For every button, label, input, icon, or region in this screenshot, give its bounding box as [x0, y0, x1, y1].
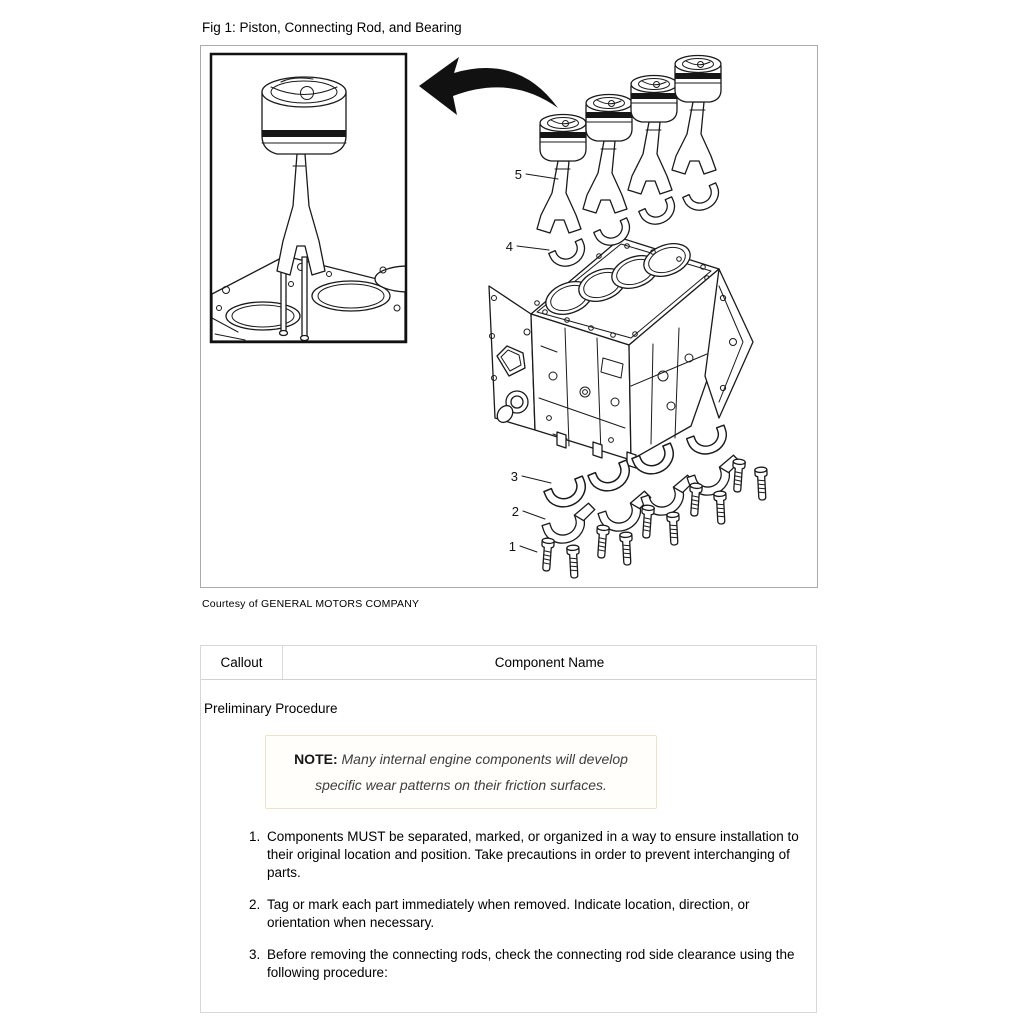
step-item: 3. Before removing the connecting rods, … — [249, 946, 811, 982]
step-text: Before removing the connecting rods, che… — [267, 947, 795, 980]
procedure-steps: 1. Components MUST be separated, marked,… — [249, 828, 816, 982]
callout-leader-lines — [516, 173, 559, 553]
step-number: 1. — [249, 829, 261, 844]
step-item: 2. Tag or mark each part immediately whe… — [249, 896, 811, 932]
figure-title: Fig 1: Piston, Connecting Rod, and Beari… — [202, 20, 462, 35]
step-number: 2. — [249, 897, 261, 912]
callout-label: 2 — [512, 504, 519, 519]
note-box: NOTE: Many internal engine components wi… — [265, 735, 657, 809]
engine-diagram: 5 4 3 2 1 — [209, 52, 770, 579]
step-item: 1. Components MUST be separated, marked,… — [249, 828, 811, 882]
callout-label: 4 — [506, 239, 513, 254]
table-header-callout: Callout — [201, 646, 283, 679]
table-header-row: Callout Component Name — [201, 646, 816, 680]
step-number: 3. — [249, 947, 261, 962]
component-table: Callout Component Name Preliminary Proce… — [200, 645, 817, 1013]
callout-label: 5 — [515, 167, 522, 182]
figure-caption: Courtesy of GENERAL MOTORS COMPANY — [202, 598, 420, 610]
callout-label: 1 — [509, 539, 516, 554]
step-text: Tag or mark each part immediately when r… — [267, 897, 750, 930]
inset-box — [209, 52, 408, 344]
table-header-component-name: Component Name — [494, 655, 605, 670]
inset-detail — [212, 76, 405, 341]
callout-label: 3 — [511, 469, 518, 484]
step-text: Components MUST be separated, marked, or… — [267, 829, 799, 880]
bearing-cap-bolts — [539, 458, 770, 579]
note-label: NOTE: — [294, 751, 338, 767]
table-body: Preliminary Procedure NOTE: Many interna… — [201, 701, 816, 982]
figure-box: 5 4 3 2 1 — [200, 45, 818, 588]
engine-block — [488, 237, 754, 469]
note-text: Many internal engine components will dev… — [315, 751, 628, 793]
section-title: Preliminary Procedure — [204, 701, 338, 716]
arrow-pointer — [419, 57, 558, 115]
